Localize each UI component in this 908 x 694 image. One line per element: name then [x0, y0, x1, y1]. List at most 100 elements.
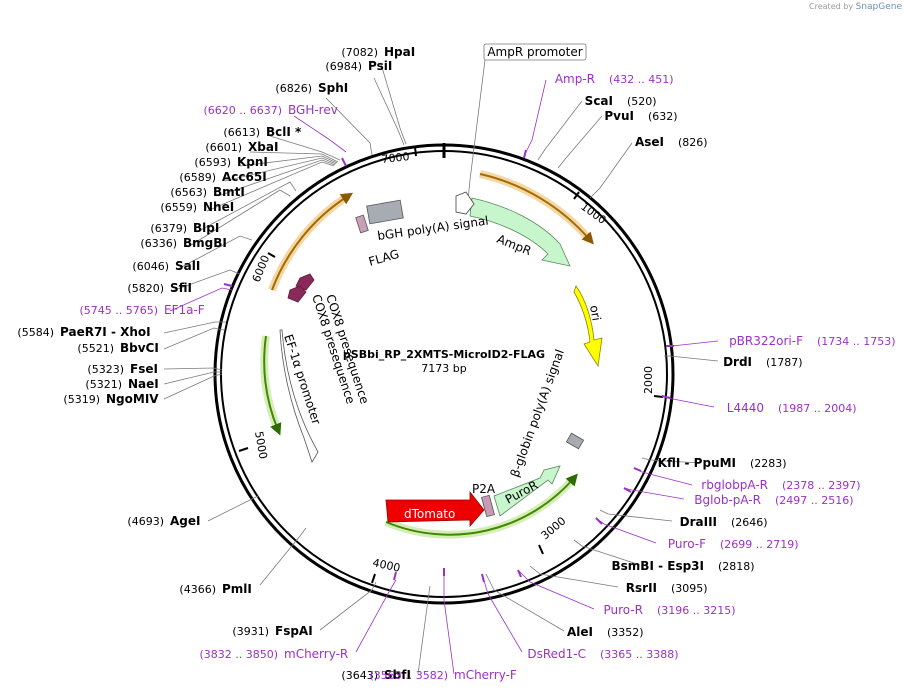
- site-labels: (7082)HpaI(6984)PsiI(6826)SphI(6620 .. 6…: [17, 45, 895, 682]
- tick-label-1000: 1000: [578, 200, 608, 227]
- site-pos-alei: (3352): [607, 626, 644, 639]
- site-naei: (5321)NaeI: [85, 377, 158, 391]
- site-bgh-rev: (6620 .. 6637)BGH-rev: [203, 103, 337, 117]
- ori-label: ori: [587, 304, 603, 322]
- site-name-sali: SalI: [175, 259, 200, 273]
- site-scai: ScaI(520): [585, 94, 657, 108]
- site-name-puro-f: Puro-F: [668, 537, 706, 551]
- site-dsred1-c: DsRed1-C(3365 .. 3388): [527, 647, 678, 661]
- site-mcherry-r: (3832 .. 3850)mCherry-R: [199, 647, 348, 661]
- site-pos-fspai: (3931): [232, 625, 269, 638]
- site-pos-bcli: (6613): [223, 126, 260, 139]
- mark-amp-r: [523, 149, 527, 159]
- leader-mcherry-r: [355, 579, 397, 653]
- site-pos-asei: (826): [678, 136, 708, 149]
- mark-ef1a-f: [223, 283, 233, 287]
- site-pos-pmli: (4366): [179, 583, 216, 596]
- site-name-rsrii: RsrII: [626, 581, 657, 595]
- leader-hpai: [380, 63, 407, 145]
- leader-agei: [207, 495, 259, 522]
- site-amp-r: Amp-R (432 .. 451): [555, 72, 674, 86]
- site-pos-sali: (6046): [132, 260, 169, 273]
- site-pos-sfii: (5820): [127, 282, 164, 295]
- site-pbr322ori-f: pBR322ori-F(1734 .. 1753): [729, 334, 896, 348]
- site-name-l4440: L4440: [727, 401, 764, 415]
- mark-l4440: [661, 395, 671, 399]
- site-name-puro-r: Puro-R: [603, 603, 643, 617]
- site-pos-agei: (4693): [127, 515, 164, 528]
- leader-rsrii: [529, 565, 619, 588]
- site-name-ef1a-f: EF1a-F: [164, 303, 205, 317]
- site-pos-bglob-pa-r: (2497 .. 2516): [775, 494, 854, 507]
- site-name-bmti: BmtI: [213, 185, 245, 199]
- site-name-kpni: KpnI: [237, 155, 268, 169]
- site-pos-nhei: (6559): [160, 201, 197, 214]
- site-acc65i: (6589)Acc65I: [179, 170, 266, 184]
- mark-bglob-pa-r: [623, 487, 632, 493]
- tick-label-5000: 5000: [252, 430, 270, 460]
- site-pos-acc65i: (6589): [179, 171, 216, 184]
- leader-mcherry-f: [443, 570, 455, 675]
- site-name-drdi: DrdI: [723, 355, 752, 369]
- p2a-box: [481, 494, 495, 518]
- mark-bgh-rev: [341, 157, 347, 167]
- leader-lines: [163, 51, 719, 675]
- leader-bcli: [269, 135, 341, 161]
- site-name-amp-r: Amp-R: [555, 72, 595, 86]
- ori-arrow: [573, 285, 603, 368]
- site-pos-ngomiv: (5319): [63, 393, 100, 406]
- leader-sali: [177, 235, 253, 270]
- leader-naei: [163, 371, 222, 385]
- mark-mcherry-r: [393, 571, 397, 581]
- site-sfii: (5820) SfiI: [127, 281, 192, 295]
- puror-label: PuroR: [503, 478, 540, 507]
- leader-drdi: [664, 355, 719, 362]
- tick-mark-7000: [414, 146, 417, 157]
- leader-bsmbi: [573, 539, 641, 566]
- site-name-nhei: NheI: [203, 200, 234, 214]
- tick-mark-5000: [238, 447, 249, 452]
- site-drdi: DrdI(1787): [723, 355, 803, 369]
- site-hpai: (7082)HpaI: [341, 45, 415, 59]
- site-name-sfii: SfiI: [170, 281, 192, 295]
- site-bsmbi: BsmBI - Esp3I(2818): [612, 559, 755, 573]
- leader-pvui: [557, 115, 603, 169]
- site-agei: (4693)AgeI: [127, 514, 200, 528]
- site-pos-amp-r: (432 .. 451): [609, 73, 674, 86]
- site-pos-paer7i: (5584): [17, 326, 54, 339]
- bgh-polya-box: [366, 199, 404, 225]
- ampr-promoter-arrow: [455, 191, 475, 215]
- leader-ngomiv: [163, 373, 223, 400]
- site-alei: AleI(3352): [567, 625, 644, 639]
- site-name-pvui: PvuI: [604, 109, 634, 123]
- site-name-hpai: HpaI: [384, 45, 415, 59]
- site-pos-blpi: (6379): [150, 222, 187, 235]
- site-mcherry-f: (3563 .. 3582)mCherry-F: [369, 668, 516, 682]
- leader-sfii: [171, 269, 241, 292]
- flag-box: [355, 214, 369, 234]
- site-nhei: (6559) NheI: [160, 200, 234, 214]
- site-sali: (6046) SalI: [132, 259, 200, 273]
- bglobin-polya-box: [565, 432, 585, 450]
- leader-pmli: [259, 527, 307, 586]
- tick-mark-1000: [573, 191, 580, 200]
- site-paer7i: (5584)PaeR7I - XhoI: [17, 325, 150, 339]
- leader-asei: [589, 142, 633, 199]
- mark-puro-r: [517, 569, 522, 578]
- site-name-fsei: FseI: [130, 362, 158, 376]
- site-name-bgh-rev: BGH-rev: [288, 103, 338, 117]
- site-name-bcli: BclI *: [266, 125, 302, 139]
- site-name-rbglobpa-r: rbglobpA-R: [701, 478, 768, 492]
- mark-rbglobpa-r: [633, 467, 642, 472]
- fusion-orf-arc: [385, 473, 578, 536]
- credit-brand: SnapGene: [855, 2, 902, 12]
- site-psii: (6984)PsiI: [325, 59, 392, 73]
- site-name-bbvci: BbvCI: [120, 341, 159, 355]
- site-pos-draiii: (2646): [731, 516, 768, 529]
- site-pos-sphi: (6826): [275, 82, 312, 95]
- site-name-bglob-pa-r: Bglob-pA-R: [694, 493, 761, 507]
- site-pos-sbfi: (3643): [341, 669, 378, 682]
- ampr-promoter-callout-box: [483, 43, 587, 61]
- site-pos-fsei: (5323): [87, 363, 124, 376]
- leader-sphi: [325, 97, 373, 156]
